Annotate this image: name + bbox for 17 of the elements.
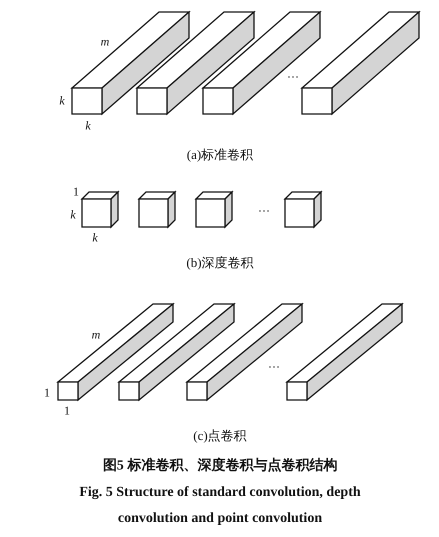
- dimension-label: k: [85, 119, 91, 133]
- dimension-label: k: [59, 94, 65, 108]
- dimension-label: 1: [44, 386, 50, 400]
- subfigure-caption: (c)点卷积: [193, 428, 247, 444]
- dimension-label: m: [100, 35, 110, 49]
- figure-caption: 图5 标准卷积、深度卷积与点卷积结构: [102, 458, 338, 474]
- subfigure-caption: (b)深度卷积: [186, 256, 254, 270]
- dimension-label: k: [92, 231, 98, 245]
- dimension-label: 1: [64, 404, 70, 418]
- ellipsis: …: [258, 201, 270, 215]
- dimension-label: 1: [73, 185, 79, 199]
- subfigure-caption: (a)标准卷积: [186, 148, 254, 162]
- dimension-label: k: [70, 208, 76, 222]
- ellipsis: …: [268, 357, 280, 371]
- dimension-label: m: [92, 328, 100, 342]
- figure-caption: Fig. 5 Structure of standard convolution, depth convolution and point convolution: [78, 484, 362, 528]
- ellipsis: …: [287, 67, 299, 81]
